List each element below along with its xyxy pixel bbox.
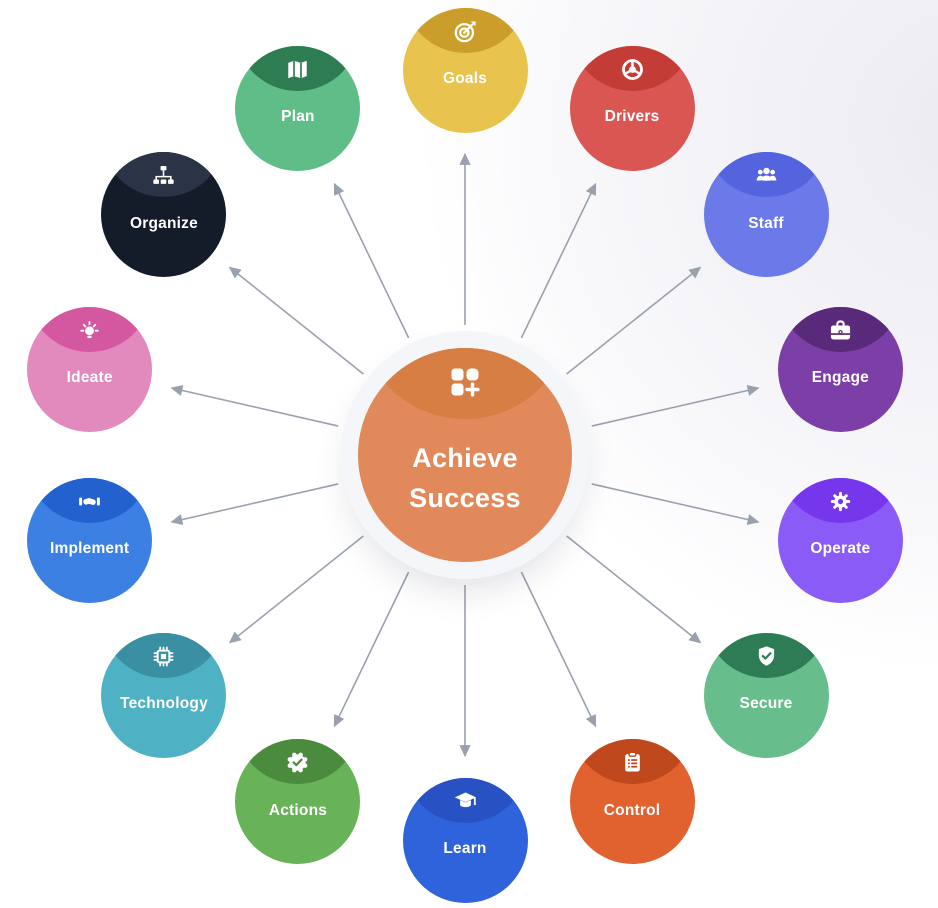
- center-label-line2: Success: [409, 483, 521, 513]
- node-label: Plan: [281, 107, 315, 125]
- shield-check-icon: [704, 643, 829, 670]
- center-label-line1: Achieve: [412, 443, 518, 473]
- steering-wheel-icon: [570, 56, 695, 83]
- gear-icon: [778, 488, 903, 515]
- node-label: Ideate: [66, 369, 113, 387]
- connector-arrow: [591, 483, 760, 526]
- connector-arrow: [333, 182, 410, 339]
- node-secure[interactable]: Secure: [703, 632, 829, 758]
- node-engage[interactable]: Engage: [777, 306, 903, 432]
- map-icon: [235, 56, 360, 83]
- connector-arrow: [228, 535, 364, 644]
- node-drivers[interactable]: Drivers: [569, 45, 695, 171]
- node-achieve-success[interactable]: Achieve Success: [358, 348, 572, 562]
- connector-arrow: [170, 483, 339, 526]
- center-ring: Achieve Success: [341, 331, 589, 579]
- connector-arrow: [591, 384, 760, 427]
- handshake-icon: [27, 488, 152, 515]
- connector-arrow: [333, 571, 410, 728]
- clipboard-list-icon: [570, 749, 695, 776]
- node-label: Secure: [739, 694, 793, 712]
- node-label: Drivers: [604, 107, 660, 125]
- node-staff[interactable]: Staff: [703, 152, 829, 278]
- connector-arrow: [566, 266, 702, 375]
- node-label: Goals: [442, 69, 488, 87]
- briefcase-icon: [778, 317, 903, 344]
- node-label: Control: [603, 801, 661, 819]
- node-goals[interactable]: Goals: [402, 7, 528, 133]
- node-learn[interactable]: Learn: [402, 777, 528, 903]
- badge-check-icon: [235, 749, 360, 776]
- node-implement[interactable]: Implement: [27, 478, 153, 604]
- node-actions[interactable]: Actions: [235, 739, 361, 865]
- connector-arrow: [520, 182, 597, 339]
- node-label: Actions: [268, 801, 328, 819]
- cpu-icon: [101, 643, 226, 670]
- grid-plus-icon: [358, 364, 572, 400]
- connector-arrow: [228, 266, 364, 375]
- lightbulb-icon: [27, 317, 152, 344]
- node-technology[interactable]: Technology: [101, 632, 227, 758]
- sitemap-icon: [101, 162, 226, 189]
- node-label: Organize: [130, 214, 198, 232]
- node-plan[interactable]: Plan: [235, 45, 361, 171]
- node-label: Staff: [748, 214, 784, 232]
- node-label: Implement: [49, 540, 130, 558]
- connector-arrow: [170, 384, 339, 427]
- connector-arrow: [566, 535, 702, 644]
- node-label: Operate: [810, 540, 871, 558]
- center-label: Achieve Success: [358, 438, 572, 518]
- target-icon: [403, 18, 528, 45]
- connector-arrow: [520, 571, 597, 728]
- node-label: Engage: [811, 369, 869, 387]
- node-ideate[interactable]: Ideate: [27, 306, 153, 432]
- graduation-cap-icon: [403, 788, 528, 815]
- node-label: Learn: [443, 839, 487, 857]
- node-label: Technology: [120, 694, 208, 712]
- node-organize[interactable]: Organize: [101, 152, 227, 278]
- node-control[interactable]: Control: [569, 739, 695, 865]
- node-operate[interactable]: Operate: [777, 478, 903, 604]
- users-icon: [704, 162, 829, 189]
